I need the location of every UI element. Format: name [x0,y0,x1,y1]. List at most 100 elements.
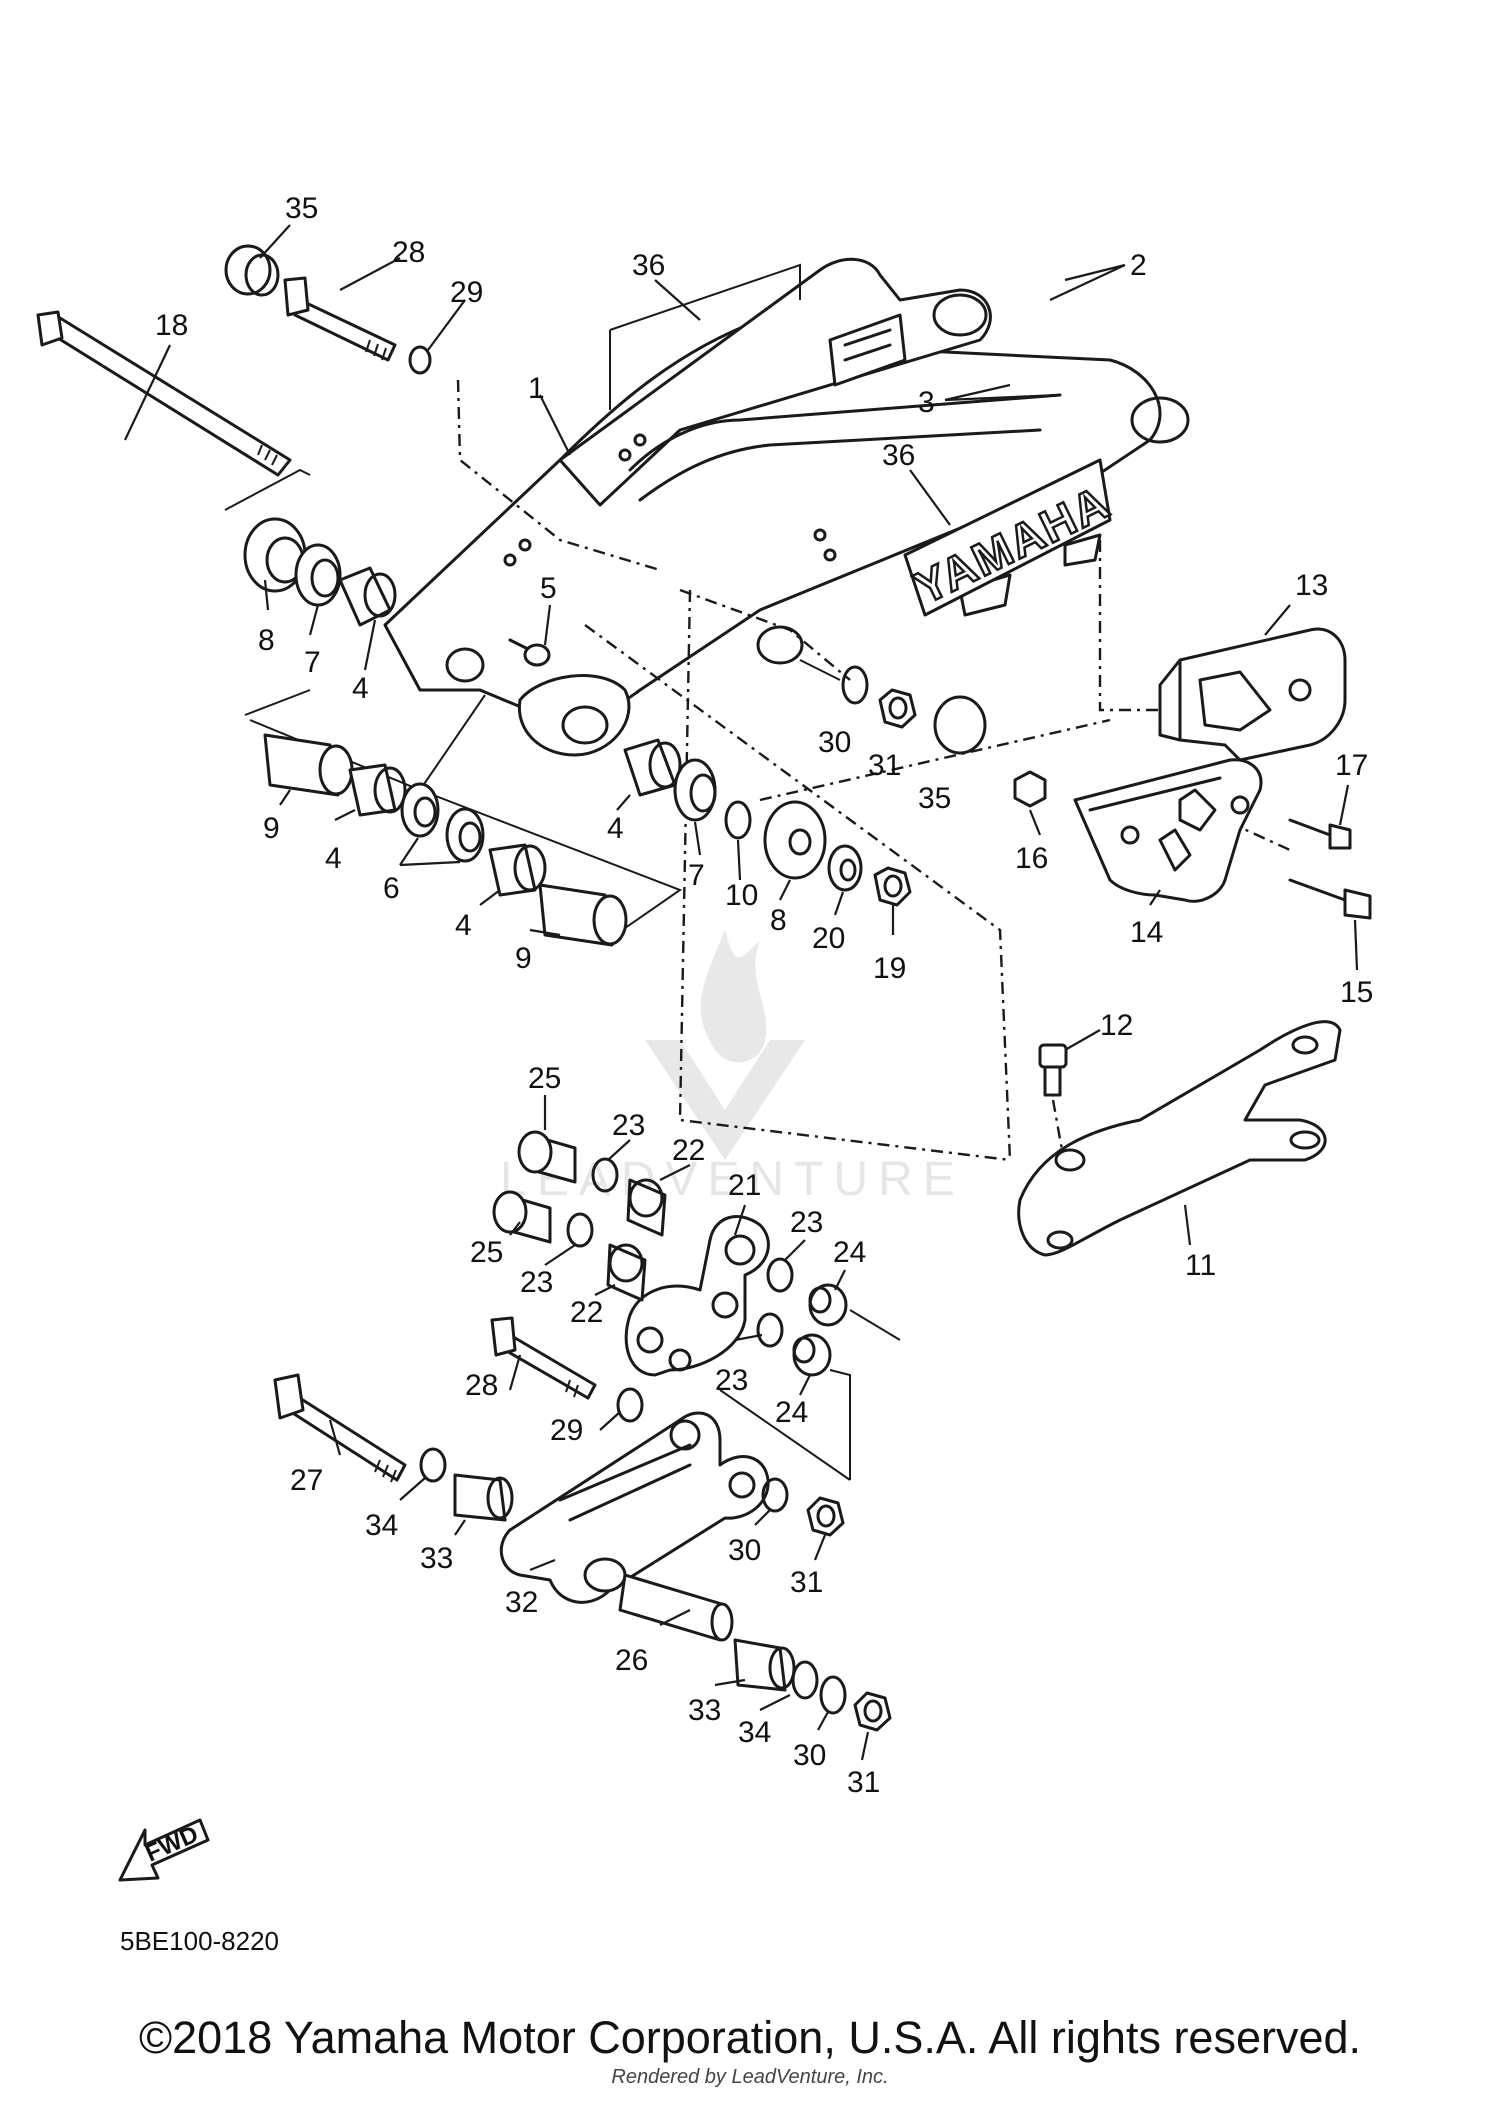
callout-14: 14 [1130,916,1163,949]
washer-30-bottom [819,1675,847,1715]
callout-34-a: 34 [365,1509,398,1542]
callout-23-c: 23 [790,1206,823,1239]
bearing-6-b [445,807,485,863]
bolt-28-top [283,276,397,362]
bolt-28-lower [490,1316,597,1400]
collar-24-b [792,1333,832,1377]
washer-23-a [591,1157,619,1193]
chain-support-arm [1017,1020,1342,1257]
callout-35-right: 35 [918,782,951,815]
collar-25-b [492,1190,552,1244]
callout-6: 6 [383,872,400,905]
callout-22-b: 22 [570,1296,603,1329]
collar-33-b [733,1638,796,1692]
callout-15: 15 [1340,976,1373,1009]
callout-7-right: 7 [688,859,705,892]
bolt-17 [1288,818,1352,850]
callout-25-a: 25 [528,1062,561,1095]
bushing-4-a [348,763,407,817]
sticker-outline [609,263,801,410]
callout-36-mid: 36 [882,439,915,472]
copyright-notice: ©2018 Yamaha Motor Corporation, U.S.A. A… [138,2012,1362,2063]
washer-29-lower [616,1387,644,1423]
washer-34-b [791,1660,819,1700]
washer-29-top [408,345,432,375]
rendered-by-credit: Rendered by LeadVenture, Inc. [611,2066,889,2088]
callout-4-left: 4 [352,672,369,705]
washer-34-a [419,1447,447,1483]
bushing-4-left [338,566,397,627]
callout-35-top: 35 [285,192,318,225]
callout-26: 26 [615,1644,648,1677]
nut-19 [873,866,912,907]
callout-9-a: 9 [263,812,280,845]
washer-30-top [841,665,869,705]
bolt-27 [273,1373,407,1483]
bracket-collars [244,689,683,936]
callout-30-mid: 30 [728,1534,761,1567]
callout-31-bottom: 31 [847,1766,880,1799]
guide-lines [456,379,1291,1162]
collar-26 [618,1573,734,1642]
forward-arrow-icon: FWD [118,1818,210,1882]
callout-33-a: 33 [420,1542,453,1575]
washer-23-b [566,1212,594,1248]
callout-28-top: 28 [392,236,425,269]
collar-33-a [453,1473,514,1522]
callout-31-top: 31 [868,749,901,782]
connecting-rod-32 [499,1411,770,1604]
callout-7-left: 7 [304,646,321,679]
cap-35-right [933,695,987,755]
callout-30-bottom: 30 [793,1739,826,1772]
callout-18: 18 [155,309,188,342]
callout-labels: 35 28 29 18 36 2 3 1 36 13 5 8 7 4 30 31… [155,192,1373,1799]
collar-24-a [808,1283,848,1327]
callout-21: 21 [728,1169,761,1202]
callout-8-left: 8 [258,624,275,657]
collar-25-a [517,1130,577,1184]
callout-11: 11 [1185,1249,1216,1282]
callout-8-right: 8 [770,904,787,937]
callout-24-a: 24 [833,1236,866,1269]
callout-30-top: 30 [818,726,851,759]
fwd-label: FWD [141,1821,202,1868]
callout-31-mid: 31 [790,1566,823,1599]
callout-4-b: 4 [455,909,472,942]
callout-25-b: 25 [470,1236,503,1269]
callout-10: 10 [725,879,758,912]
callout-28-lower: 28 [465,1369,498,1402]
callout-4-a: 4 [325,842,342,875]
callout-4-right: 4 [607,812,624,845]
chain-guide-plate [1073,758,1263,903]
washer-20 [827,844,863,892]
callout-16: 16 [1015,842,1048,875]
seal-8-right [763,800,827,880]
bushing-22-a [626,1178,667,1237]
bolt-12 [1038,1043,1068,1151]
callout-23-d: 23 [715,1364,748,1397]
grease-nipple-5 [508,638,551,667]
callout-19: 19 [873,952,906,985]
callout-32: 32 [505,1586,538,1619]
callout-17: 17 [1335,749,1368,782]
chain-guide [1158,627,1347,762]
bearing-6-a [400,782,440,838]
callout-36-top: 36 [632,249,665,282]
callout-33-b: 33 [688,1694,721,1727]
leader-lines [124,224,1359,1761]
bushing-22-b [606,1243,647,1302]
callout-12: 12 [1100,1009,1133,1042]
bushing-4-right [623,738,682,797]
bearing-7-left [294,543,342,607]
callout-1: 1 [528,372,545,405]
callout-3: 3 [918,386,935,419]
callout-23-a: 23 [612,1109,645,1142]
washer-23-c [766,1257,794,1293]
nut-31-bottom [853,1691,892,1732]
washer-23-d [756,1312,784,1348]
bushing-4-b [488,843,547,897]
relay-arm-21 [624,1215,770,1377]
nut-16 [1013,770,1047,808]
callout-34-b: 34 [738,1716,771,1749]
